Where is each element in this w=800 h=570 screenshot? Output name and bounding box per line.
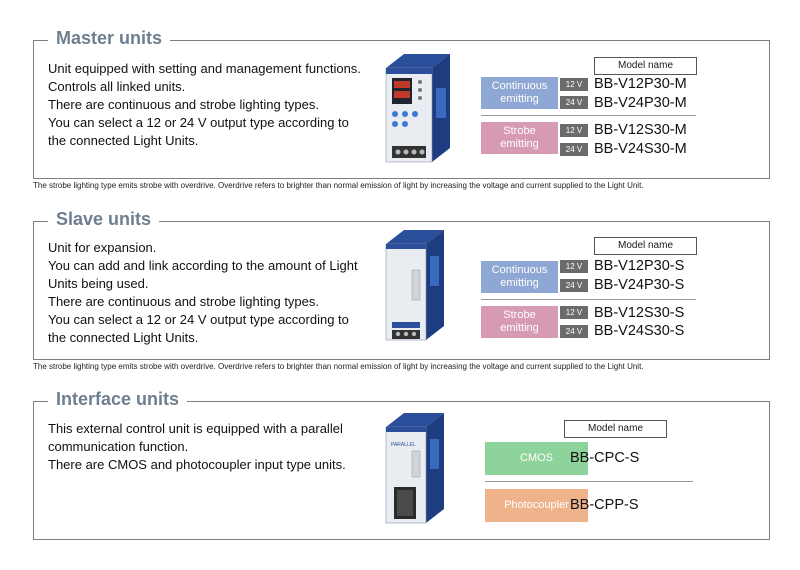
interface-model-name-header: Model name — [564, 420, 667, 438]
master-unit-image — [385, 54, 450, 163]
description-line: Units being used. — [48, 276, 149, 291]
master-units-description: Unit equipped with setting and managemen… — [48, 60, 361, 150]
description-line: Controls all linked units. — [48, 79, 186, 94]
master-units-section: Master units Unit equipped with setting … — [33, 27, 770, 179]
description-line: the connected Light Units. — [48, 133, 199, 148]
model-name: BB-V24S30-M — [594, 141, 687, 157]
description-line: You can add and link according to the am… — [48, 258, 358, 273]
device-label: PARALLEL — [391, 442, 416, 448]
photocoupler-type-box: Photocoupler — [485, 489, 588, 522]
description-line: There are continuous and strobe lighting… — [48, 97, 320, 112]
model-name: BB-CPC-S — [570, 450, 640, 466]
description-line: the connected Light Units. — [48, 330, 199, 345]
description-line: Unit equipped with setting and managemen… — [48, 61, 361, 76]
description-line: communication function. — [48, 439, 189, 454]
type-label: emitting — [500, 322, 539, 334]
type-label: Continuous — [491, 80, 548, 92]
model-name: BB-V24P30-M — [594, 95, 687, 111]
group-separator — [481, 299, 696, 300]
description-line: This external control unit is equipped w… — [48, 421, 343, 436]
slave-model-name-header: Model name — [594, 237, 697, 255]
description-line: There are continuous and strobe lighting… — [48, 294, 320, 309]
slave-units-description: Unit for expansion. You can add and link… — [48, 239, 358, 347]
type-label: emitting — [500, 277, 539, 289]
master-footnote: The strobe lighting type emits strobe wi… — [33, 181, 644, 190]
model-name: BB-V12S30-S — [594, 305, 685, 321]
type-label: emitting — [500, 93, 539, 105]
interface-unit-image: PARALLEL — [385, 413, 444, 524]
model-name: BB-V12S30-M — [594, 122, 687, 138]
description-line: You can select a 12 or 24 V output type … — [48, 115, 349, 130]
voltage-badge: 24 V — [560, 96, 588, 109]
voltage-badge: 12 V — [560, 306, 588, 319]
voltage-badge: 24 V — [560, 143, 588, 156]
slave-units-title: Slave units — [48, 208, 160, 230]
interface-units-section: Interface units This external control un… — [33, 388, 770, 540]
type-label: Continuous — [491, 264, 548, 276]
voltage-badge: 12 V — [560, 78, 588, 91]
master-units-title: Master units — [48, 27, 171, 49]
model-name: BB-CPP-S — [570, 497, 639, 513]
voltage-badge: 12 V — [560, 260, 588, 273]
model-name: BB-V12P30-S — [594, 258, 685, 274]
master-model-name-header: Model name — [594, 57, 697, 75]
slave-unit-image — [385, 230, 444, 341]
slave-footnote: The strobe lighting type emits strobe wi… — [33, 362, 644, 371]
group-separator — [481, 115, 696, 116]
voltage-badge: 12 V — [560, 124, 588, 137]
cmos-type-box: CMOS — [485, 442, 588, 475]
description-line: There are CMOS and photocoupler input ty… — [48, 457, 346, 472]
description-line: You can select a 12 or 24 V output type … — [48, 312, 349, 327]
interface-units-title: Interface units — [48, 388, 188, 410]
model-name: BB-V24P30-S — [594, 277, 685, 293]
description-line: Unit for expansion. — [48, 240, 157, 255]
interface-units-description: This external control unit is equipped w… — [48, 420, 346, 474]
slave-units-section: Slave units Unit for expansion. You can … — [33, 208, 770, 360]
type-label: Strobe — [503, 309, 536, 321]
type-label: Strobe — [503, 125, 536, 137]
model-name: BB-V12P30-M — [594, 76, 687, 92]
voltage-badge: 24 V — [560, 279, 588, 292]
group-separator — [485, 481, 693, 482]
voltage-badge: 24 V — [560, 325, 588, 338]
type-label: emitting — [500, 138, 539, 150]
model-name: BB-V24S30-S — [594, 323, 685, 339]
